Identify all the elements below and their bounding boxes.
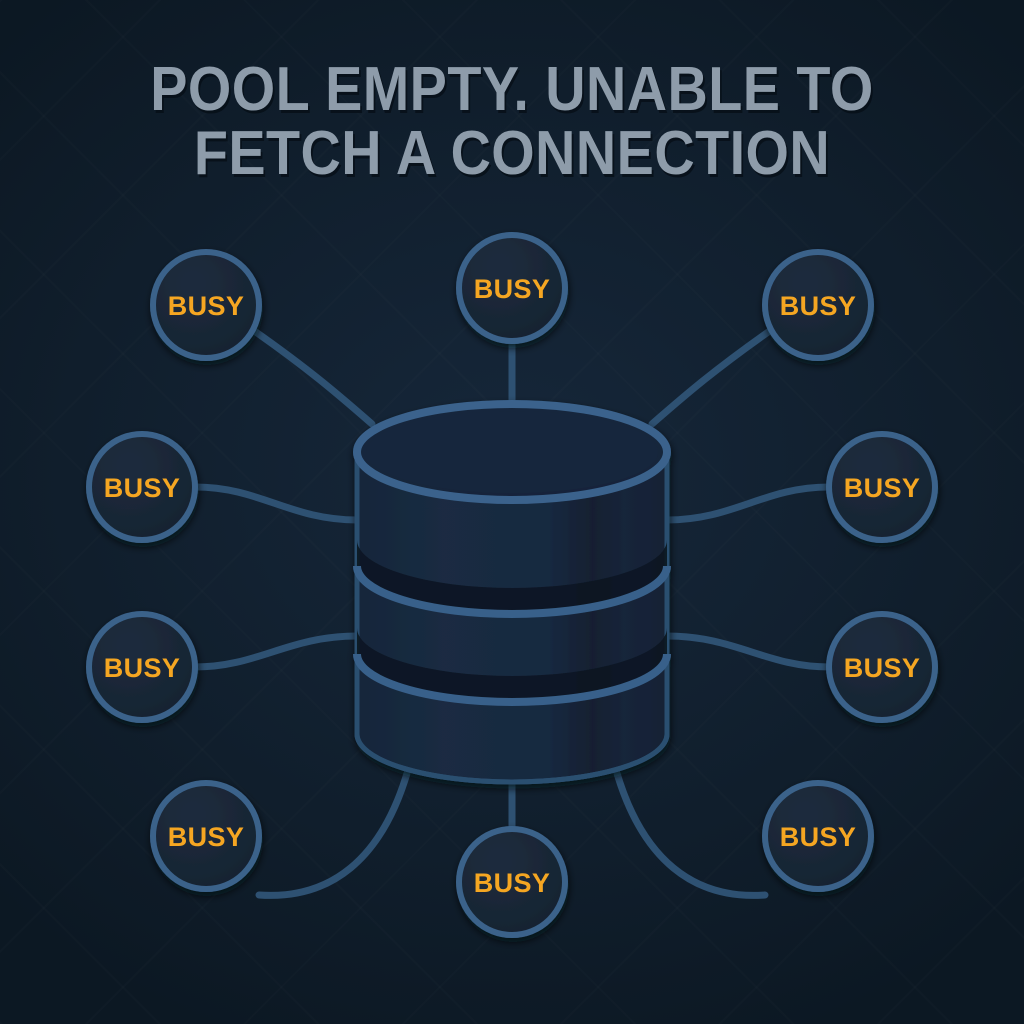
connector-busy-3	[648, 326, 775, 428]
title-line-1: POOL EMPTY. UNABLE TO	[150, 55, 874, 124]
busy-node-label: BUSY	[168, 822, 245, 852]
busy-node[interactable]: BUSY	[456, 826, 568, 938]
busy-node-label: BUSY	[104, 653, 181, 683]
busy-node[interactable]: BUSY	[762, 249, 874, 361]
connector-busy-5	[663, 483, 833, 524]
busy-node-label: BUSY	[780, 291, 857, 321]
busy-node-label: BUSY	[474, 868, 551, 898]
connector-busy-4	[191, 483, 361, 524]
connector-busy-7	[663, 632, 833, 671]
database-cylinder	[353, 400, 671, 785]
busy-node-label: BUSY	[474, 274, 551, 304]
title-line-2: FETCH A CONNECTION	[193, 119, 831, 188]
busy-node-label: BUSY	[844, 473, 921, 503]
busy-node-label: BUSY	[844, 653, 921, 683]
connector-busy-1	[249, 326, 376, 428]
page-title: POOL EMPTY. UNABLE TO FETCH A CONNECTION	[0, 58, 1024, 186]
busy-node[interactable]: BUSY	[86, 611, 198, 723]
busy-node[interactable]: BUSY	[150, 249, 262, 361]
busy-node[interactable]: BUSY	[456, 232, 568, 344]
busy-node[interactable]: BUSY	[762, 780, 874, 892]
busy-node[interactable]: BUSY	[150, 780, 262, 892]
busy-node[interactable]: BUSY	[826, 431, 938, 543]
cylinder-top-inner	[366, 411, 658, 493]
busy-node-label: BUSY	[168, 291, 245, 321]
busy-node[interactable]: BUSY	[86, 431, 198, 543]
busy-node[interactable]: BUSY	[826, 611, 938, 723]
connector-busy-6	[191, 632, 361, 671]
busy-node-label: BUSY	[104, 473, 181, 503]
busy-node-label: BUSY	[780, 822, 857, 852]
